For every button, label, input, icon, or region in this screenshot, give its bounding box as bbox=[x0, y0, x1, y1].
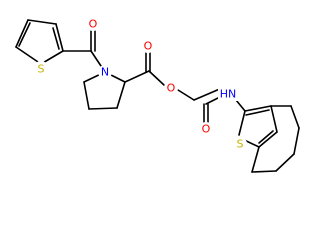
bond bbox=[18, 22, 31, 47]
bond bbox=[245, 109, 270, 116]
bond bbox=[275, 153, 295, 172]
bonds bbox=[15, 19, 300, 173]
bond bbox=[251, 146, 260, 173]
atom-background bbox=[98, 65, 112, 79]
bond bbox=[15, 46, 42, 65]
molecule-structure-diagram: S O N O O O HN S bbox=[15, 17, 300, 173]
bond bbox=[270, 105, 278, 133]
nitrogen-atom: N bbox=[101, 66, 109, 79]
amide-nitrogen-atom: HN bbox=[220, 88, 237, 101]
oxygen-atom: O bbox=[89, 18, 98, 31]
bond bbox=[251, 170, 277, 173]
bond bbox=[55, 23, 64, 52]
oxygen-atom: O bbox=[202, 123, 211, 136]
bond bbox=[177, 89, 195, 101]
bond bbox=[238, 110, 246, 136]
bond bbox=[205, 97, 219, 105]
atom-background bbox=[233, 137, 247, 151]
oxygen-atom: O bbox=[167, 82, 176, 95]
atom-background bbox=[199, 122, 213, 136]
atom-labels: S O N O O O HN S bbox=[34, 17, 247, 151]
bond bbox=[258, 131, 278, 148]
bond bbox=[290, 105, 300, 129]
bond bbox=[193, 87, 223, 101]
oxygen-atom: O bbox=[144, 40, 153, 53]
bond bbox=[235, 99, 246, 112]
bond bbox=[148, 70, 165, 86]
sulfur-atom: S bbox=[237, 138, 244, 151]
bond bbox=[293, 127, 300, 155]
bond bbox=[116, 81, 126, 109]
bond bbox=[27, 19, 57, 25]
bond bbox=[258, 130, 274, 144]
bond bbox=[88, 107, 118, 110]
atom-background bbox=[34, 61, 48, 75]
atom-background bbox=[164, 81, 178, 95]
atom-background bbox=[141, 39, 155, 53]
bond bbox=[124, 70, 150, 83]
bond bbox=[244, 105, 272, 112]
atom-background bbox=[86, 17, 100, 31]
sulfur-atom: S bbox=[38, 63, 45, 76]
bond bbox=[52, 27, 60, 50]
atom-background bbox=[218, 87, 238, 101]
bond bbox=[83, 81, 90, 110]
bond bbox=[15, 19, 29, 48]
bond bbox=[40, 50, 64, 65]
